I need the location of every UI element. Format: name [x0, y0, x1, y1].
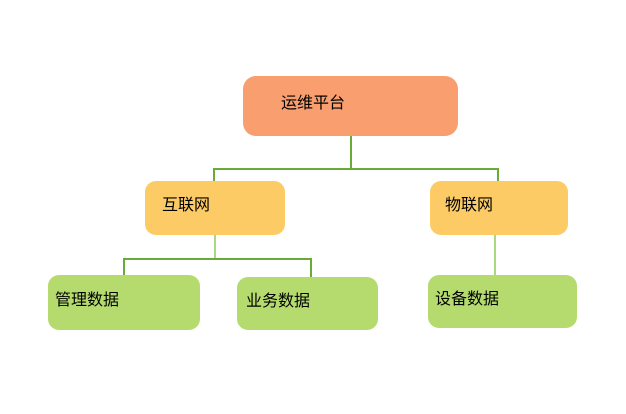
connector-internet-to-mgmt [123, 258, 125, 276]
connector-internet-horizontal [123, 258, 312, 260]
node-business-data-label: 业务数据 [246, 290, 311, 310]
connector-internet-stub [214, 235, 216, 260]
connector-internet-to-biz [310, 258, 312, 278]
node-device-data: 设备数据 [428, 275, 577, 328]
connector-root-to-internet [213, 168, 215, 182]
node-iot-label: 物联网 [445, 195, 494, 214]
node-ops-platform: 运维平台 [243, 76, 458, 136]
node-internet-label: 互联网 [162, 195, 211, 214]
node-management-data: 管理数据 [48, 275, 200, 330]
node-management-data-label: 管理数据 [55, 289, 120, 309]
connector-iot-to-device [494, 235, 496, 275]
node-iot: 物联网 [430, 181, 568, 235]
connector-root-to-iot [497, 168, 499, 182]
node-ops-platform-label: 运维平台 [281, 93, 346, 112]
node-device-data-label: 设备数据 [435, 288, 500, 308]
connector-root-stub [350, 135, 352, 169]
node-business-data: 业务数据 [237, 277, 378, 330]
node-internet: 互联网 [145, 181, 285, 235]
connector-root-horizontal [213, 168, 499, 170]
